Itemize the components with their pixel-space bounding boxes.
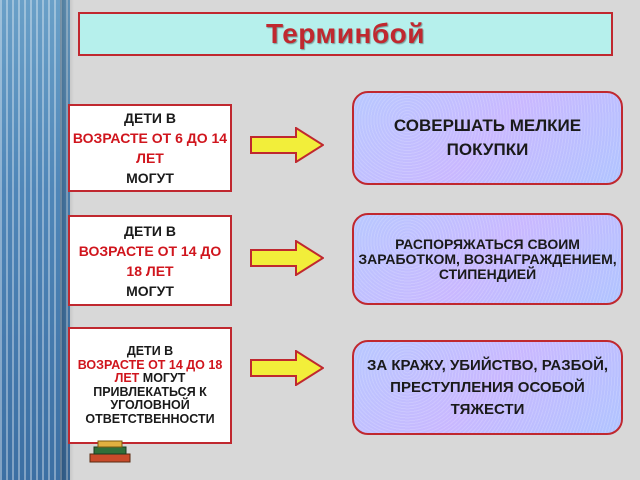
- left-pre-text: ДЕТИ В: [124, 222, 176, 239]
- manage-earnings-box: РАСПОРЯЖАТЬСЯ СВОИМ ЗАРАБОТКОМ, ВОЗНАГРА…: [352, 213, 623, 305]
- arrow-right-icon: [250, 127, 324, 163]
- left-pre-text: ДЕТИ В: [126, 344, 174, 358]
- decorative-sidebar-strip: [0, 0, 70, 480]
- age-range-text: ВОЗРАСТЕ ОТ 14 ДО 18 ЛЕТ: [78, 242, 222, 279]
- arrow-right-icon: [250, 240, 324, 276]
- right-text: СОВЕРШАТЬ МЕЛКИЕ ПОКУПКИ: [393, 116, 582, 159]
- arrow-right-icon: [250, 350, 324, 386]
- left-pre-text: ДЕТИ В: [124, 110, 176, 126]
- age-14-18-box: ДЕТИ В ВОЗРАСТЕ ОТ 14 ДО 18 ЛЕТ МОГУТ: [68, 215, 232, 306]
- small-purchases-box: СОВЕРШАТЬ МЕЛКИЕ ПОКУПКИ: [352, 91, 623, 185]
- right-text: ЗА КРАЖУ, УБИЙСТВО, РАЗБОЙ, ПРЕСТУПЛЕНИЯ…: [366, 356, 609, 418]
- left-post-text: МОГУТ: [126, 170, 174, 186]
- age-6-14-box: ДЕТИ В ВОЗРАСТЕ ОТ 6 ДО 14 ЛЕТ МОГУТ: [68, 104, 232, 192]
- title-banner: Терминбой: [78, 12, 613, 56]
- left-post-text: МОГУТ ПРИВЛЕКАТЬСЯ К УГОЛОВНОЙ ОТВЕТСТВЕ…: [85, 371, 215, 426]
- books-icon: [89, 440, 131, 463]
- age-range-text: ВОЗРАСТЕ ОТ 6 ДО 14 ЛЕТ: [72, 130, 228, 166]
- slide-title: Терминбой: [266, 18, 425, 49]
- age-range-text: ВОЗРАСТЕ ОТ 14 ДО 18 ЛЕТ: [77, 357, 223, 385]
- right-text: РАСПОРЯЖАТЬСЯ СВОИМ ЗАРАБОТКОМ, ВОЗНАГРА…: [358, 235, 617, 282]
- left-post-text: МОГУТ: [126, 282, 174, 299]
- criminal-liability-box: ДЕТИ В ВОЗРАСТЕ ОТ 14 ДО 18 ЛЕТ МОГУТ ПР…: [68, 327, 232, 444]
- crimes-box: ЗА КРАЖУ, УБИЙСТВО, РАЗБОЙ, ПРЕСТУПЛЕНИЯ…: [352, 340, 623, 435]
